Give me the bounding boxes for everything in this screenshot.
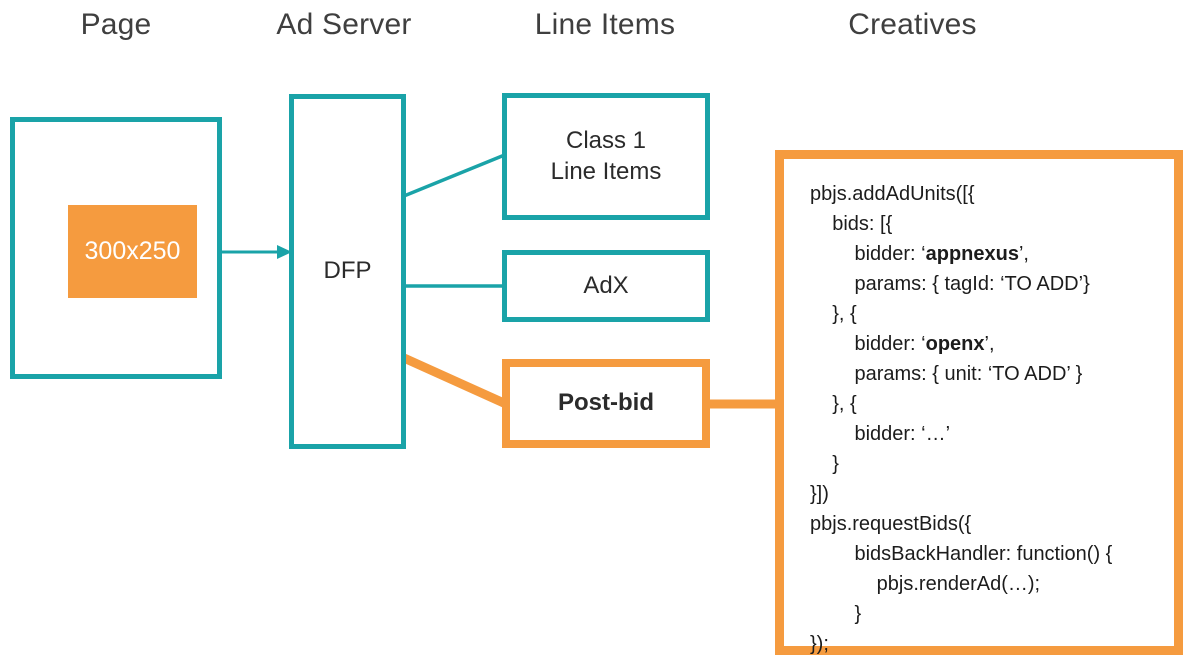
code-line: }, { [810, 393, 857, 415]
code-line: }, { [810, 303, 857, 325]
code-line: pbjs.renderAd(…); [810, 573, 1041, 595]
dfp-box[interactable]: DFP [289, 94, 406, 449]
column-header-line-items: Line Items [534, 8, 676, 41]
connector-dfp-to-class1 [401, 153, 505, 199]
code-line: params: { unit: ‘TO ADD’ } [810, 363, 1083, 385]
code-line: } [810, 603, 862, 625]
column-header-ad-server: Ad Server [276, 8, 412, 41]
code-line: bids: [{ [810, 213, 893, 235]
post-bid-label: Post-bid [558, 389, 654, 417]
connector-dfp-to-postbid [402, 353, 508, 409]
adx-box[interactable]: AdX [502, 250, 710, 322]
code-line: bidder: ‘…’ [810, 423, 951, 445]
code-line: bidsBackHandler: function() { [810, 543, 1113, 565]
code-bidder-name: openx [925, 333, 985, 355]
ad-slot-300x250[interactable]: 300x250 [68, 205, 197, 298]
column-header-page: Page [80, 8, 152, 41]
code-line: bidder: ‘openx’, [810, 333, 995, 355]
code-bidder-name: appnexus [925, 243, 1019, 265]
adx-label: AdX [583, 271, 629, 299]
class1-label-line1: Class 1 [565, 126, 647, 154]
column-header-creatives: Creatives [848, 8, 977, 41]
code-line: bidder: ‘appnexus’, [810, 243, 1029, 265]
dfp-label: DFP [323, 257, 372, 285]
code-line: } [810, 453, 839, 475]
code-line: }]) [810, 483, 829, 505]
post-bid-box[interactable]: Post-bid [502, 359, 710, 448]
class1-label-line2: Line Items [550, 157, 662, 185]
code-line: pbjs.requestBids({ [810, 513, 972, 535]
code-line: }); [810, 633, 829, 655]
code-block: pbjs.addAdUnits([{ bids: [{ bidder: ‘app… [810, 179, 1166, 659]
code-line: pbjs.addAdUnits([{ [810, 183, 975, 205]
class1-line-items-box[interactable]: Class 1 Line Items [502, 93, 710, 220]
code-line: params: { tagId: ‘TO ADD’} [810, 273, 1090, 295]
ad-slot-label: 300x250 [84, 237, 181, 265]
class1-label: Class 1 Line Items [551, 126, 662, 187]
creative-code-panel[interactable]: pbjs.addAdUnits([{ bids: [{ bidder: ‘app… [775, 150, 1183, 655]
